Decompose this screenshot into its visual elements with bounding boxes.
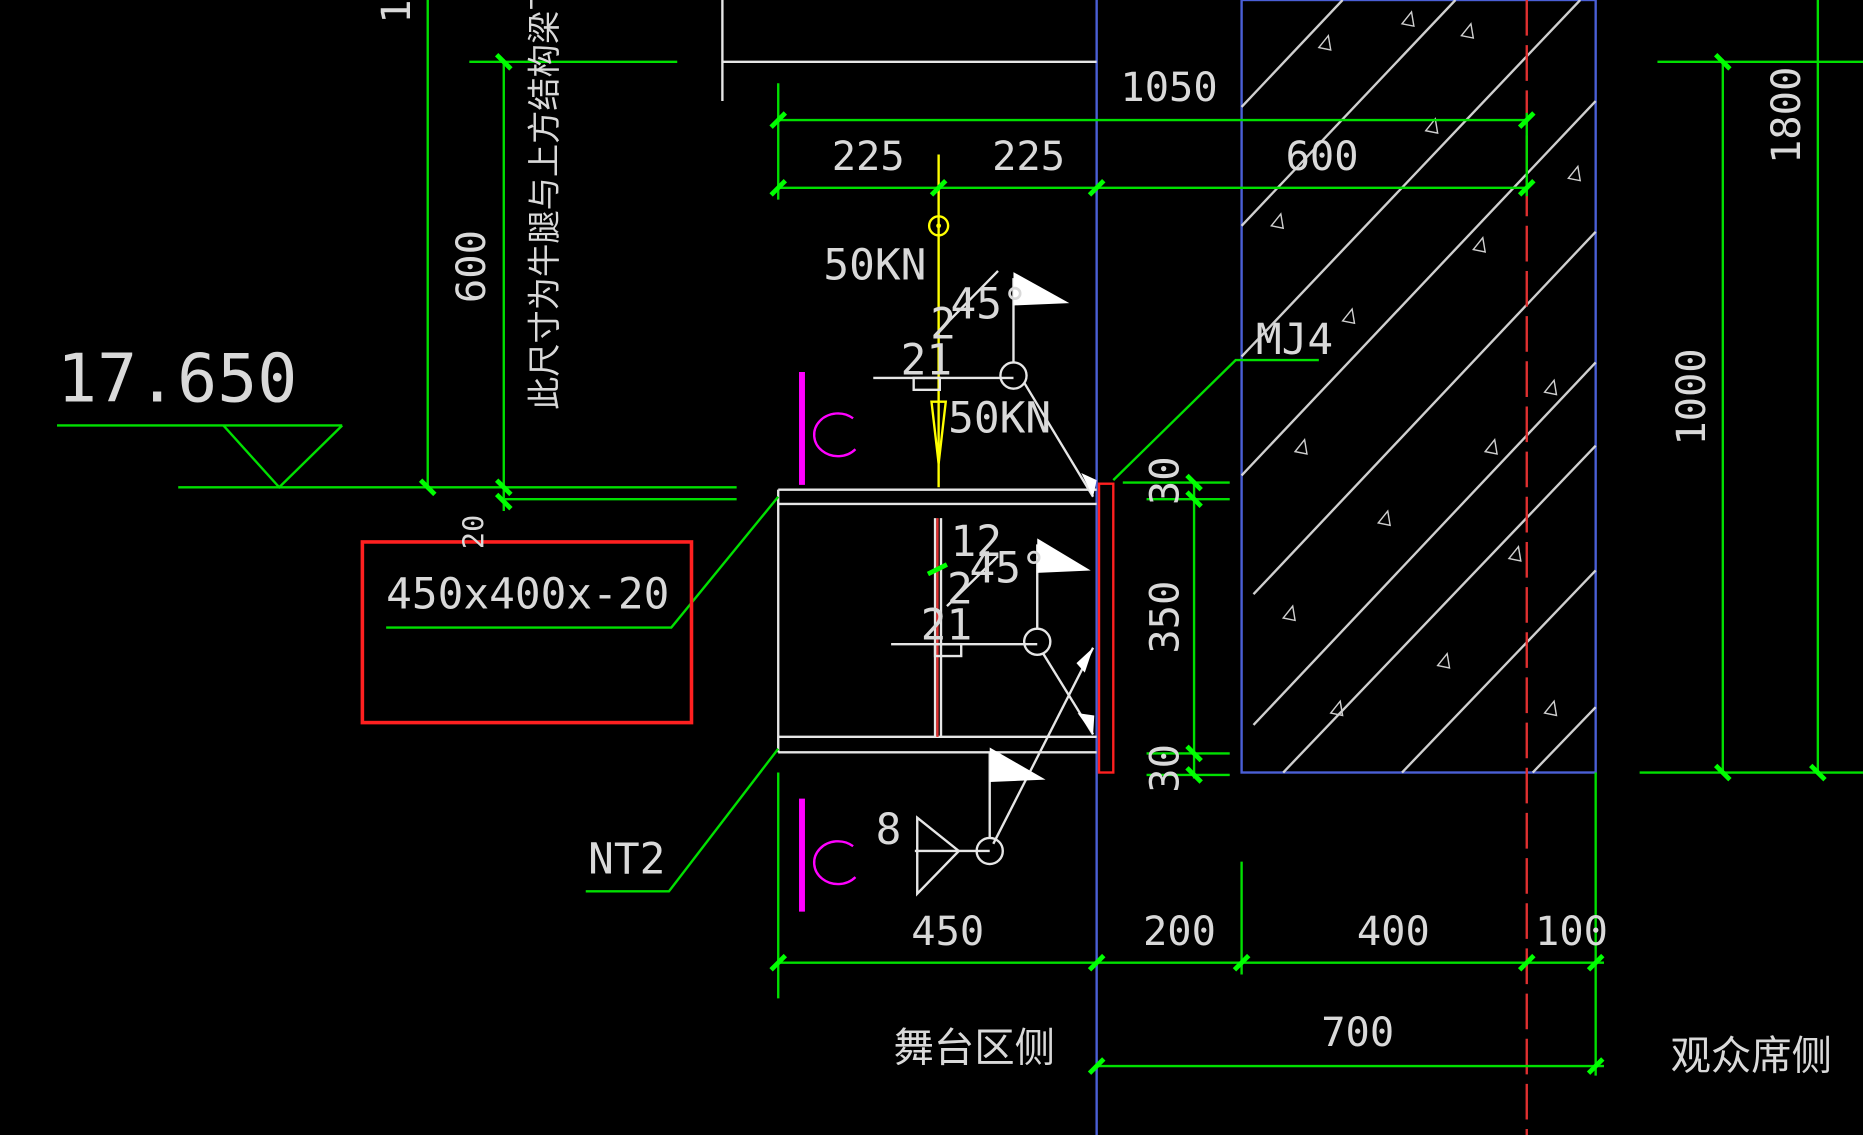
weld-mid-angle: 45° [970,543,1047,593]
dim-350: 350 [1141,581,1189,654]
dim-1000: 1000 [1667,348,1715,445]
load-mid: 50KN [948,394,1051,444]
dim-14: 14 [372,0,420,24]
dim-1800: 1800 [1762,67,1810,164]
plate-size-label: 450x400x-20 [386,569,669,619]
section-marker-lower [799,798,857,912]
steel-bracket [721,0,1115,774]
weld-symbol-upper [873,270,1097,498]
side-label-audience: 观众席侧 [1671,1032,1833,1080]
weld-lower-size: 8 [876,805,902,855]
load-top: 50KN [823,240,926,290]
dim-30b: 30 [1141,744,1189,793]
highlight-box[interactable] [360,540,694,725]
dim-225a: 225 [832,132,905,180]
embedded-plate-mj4 [1097,482,1115,774]
dimension-ticks [418,52,1827,1075]
vertical-note: 此尺寸为牛腿与上方结构梁下沿 [525,0,564,410]
dim-200: 200 [1143,907,1216,955]
weld-mid-a: 12 [951,517,1002,567]
weld-mid-b: 2 [947,565,973,615]
weld-upper-b: 21 [901,335,952,385]
dim-600-top: 600 [1286,132,1359,180]
dim-20: 20 [458,515,491,549]
elevation-value: 17.650 [57,340,297,418]
elevation-mark [57,424,737,501]
weld-symbol-middle [891,538,1095,845]
dimension-lines [426,0,1863,1076]
dim-600-left: 600 [447,230,495,303]
dim-450: 450 [911,907,984,955]
dim-30a: 30 [1141,456,1189,505]
label-nt2: NT2 [588,835,665,885]
leader-lines [386,358,1319,893]
weld-upper-angle: 45° [951,280,1028,330]
side-label-stage: 舞台区侧 [893,1023,1055,1071]
label-mj4: MJ4 [1256,315,1333,365]
dim-400: 400 [1357,907,1430,955]
dim-225b: 225 [992,132,1065,180]
dim-1050: 1050 [1120,63,1217,111]
section-marker-upper [799,371,857,485]
load-arrow [927,154,950,488]
dim-100: 100 [1535,907,1608,955]
weld-upper-a: 2 [930,300,956,350]
weld-symbol-lower [914,747,1046,897]
dim-700: 700 [1321,1008,1394,1056]
weld-mid-c: 21 [921,600,972,650]
